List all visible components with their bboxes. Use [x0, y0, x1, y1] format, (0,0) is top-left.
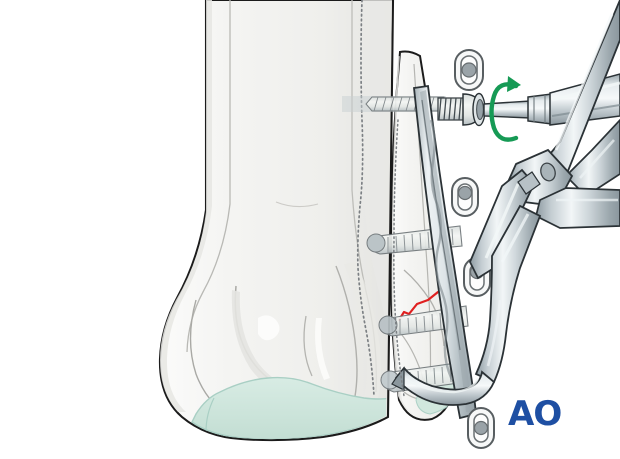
plate-hole-1	[454, 49, 484, 91]
tibia-bone-group	[158, 0, 395, 442]
distal-fibula-locking-plate	[413, 84, 477, 420]
plate-hole-4	[467, 407, 495, 449]
screwdriver-shaft[interactable]	[483, 73, 620, 126]
reduction-forceps[interactable]	[391, 0, 620, 406]
locking-screw-inserted	[437, 92, 486, 127]
tibia-shaft-and-metaphysis	[158, 0, 395, 442]
articular-cartilage	[191, 376, 391, 440]
clockwise-rotation-arrow	[489, 76, 521, 142]
hidden-contour-fibula	[393, 119, 405, 397]
plate-hole-2	[451, 177, 479, 217]
hidden-plate-contour	[356, 0, 375, 397]
screw-insertion-group	[437, 73, 620, 142]
